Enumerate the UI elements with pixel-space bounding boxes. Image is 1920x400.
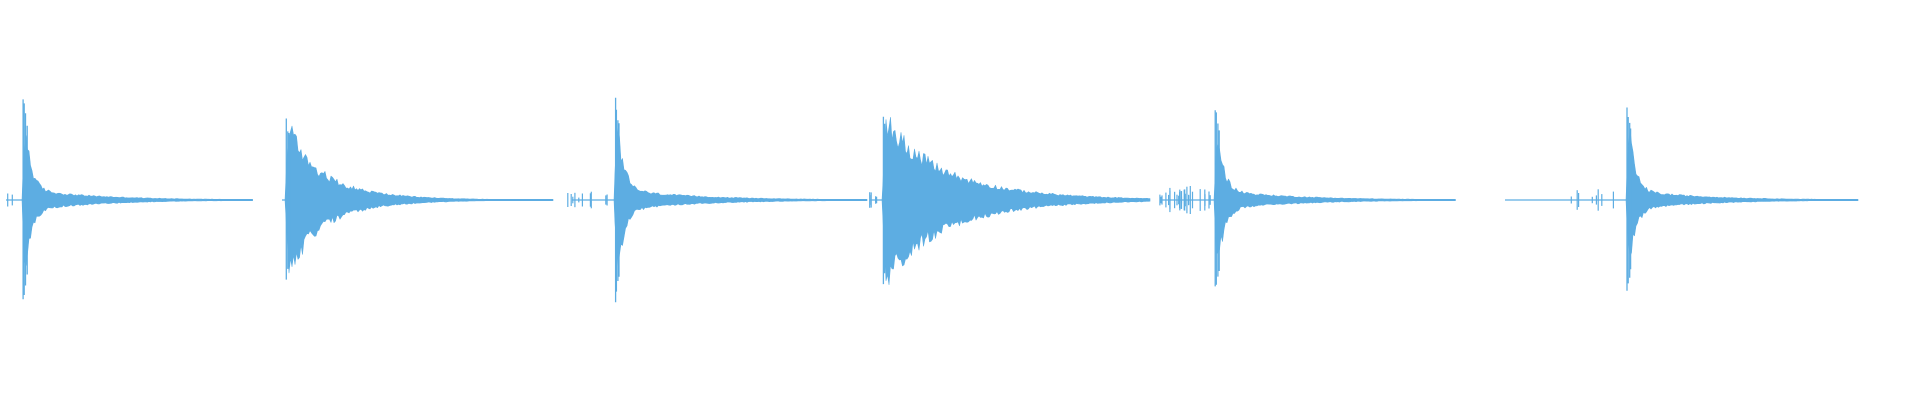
waveform-clip-3: [567, 97, 868, 303]
pre-onset-noise: [7, 193, 13, 207]
clip-envelope: [21, 135, 253, 266]
clip-envelope: [881, 117, 1151, 286]
waveform-clip-1: [6, 99, 253, 300]
clip-envelope: [1213, 143, 1456, 254]
waveform-clip-2: [282, 118, 554, 280]
pre-onset-noise: [869, 192, 878, 208]
clip-envelope: [284, 125, 554, 274]
pre-onset-noise: [1570, 189, 1615, 211]
pre-onset-noise: [567, 191, 608, 209]
waveform-clip-6: [1505, 107, 1859, 291]
waveform-clips: [6, 97, 1859, 303]
pre-onset-noise: [1159, 186, 1211, 214]
waveform-clip-4: [869, 116, 1151, 286]
clip-envelope: [1625, 128, 1859, 257]
waveform-clip-5: [1159, 110, 1456, 287]
clip-envelope: [613, 125, 868, 271]
